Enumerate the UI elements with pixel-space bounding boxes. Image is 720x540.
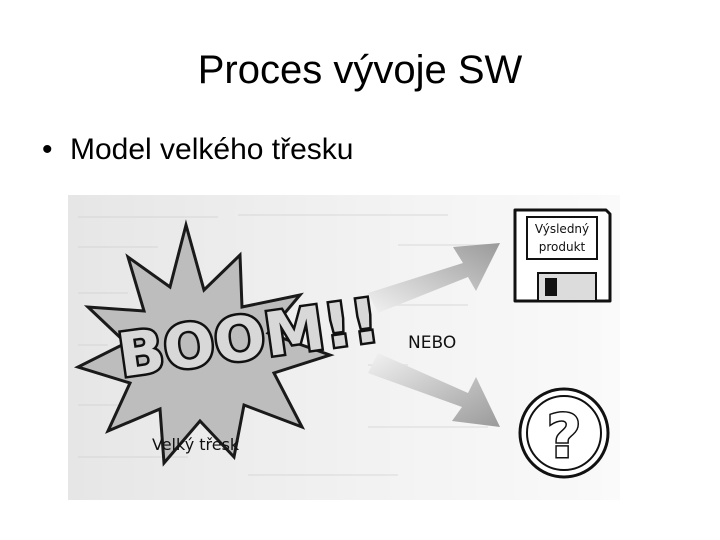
question-mark-icon: ? (518, 387, 610, 479)
arrow-right-up-icon (368, 243, 500, 313)
big-bang-figure: BOOM!! Velký třesk NEBO Výsledný produkt… (68, 195, 620, 500)
floppy-disk-icon: Výsledný produkt (513, 208, 612, 303)
disk-label-line2: produkt (539, 240, 586, 254)
question-symbol: ? (547, 402, 582, 472)
figure-canvas: BOOM!! Velký třesk NEBO Výsledný produkt… (68, 195, 620, 500)
slide-title: Proces vývoje SW (197, 48, 523, 92)
arrow-right-down-icon (368, 353, 500, 427)
explosion-caption: Velký třesk (152, 435, 240, 454)
bullet-symbol: • (42, 133, 53, 166)
bullet-text: Model velkého třesku (70, 133, 354, 166)
disk-label-line1: Výsledný (535, 222, 589, 236)
explosion-burst-icon (73, 219, 335, 467)
or-label: NEBO (408, 333, 456, 353)
bullet-item: • Model velkého třesku (42, 130, 353, 170)
